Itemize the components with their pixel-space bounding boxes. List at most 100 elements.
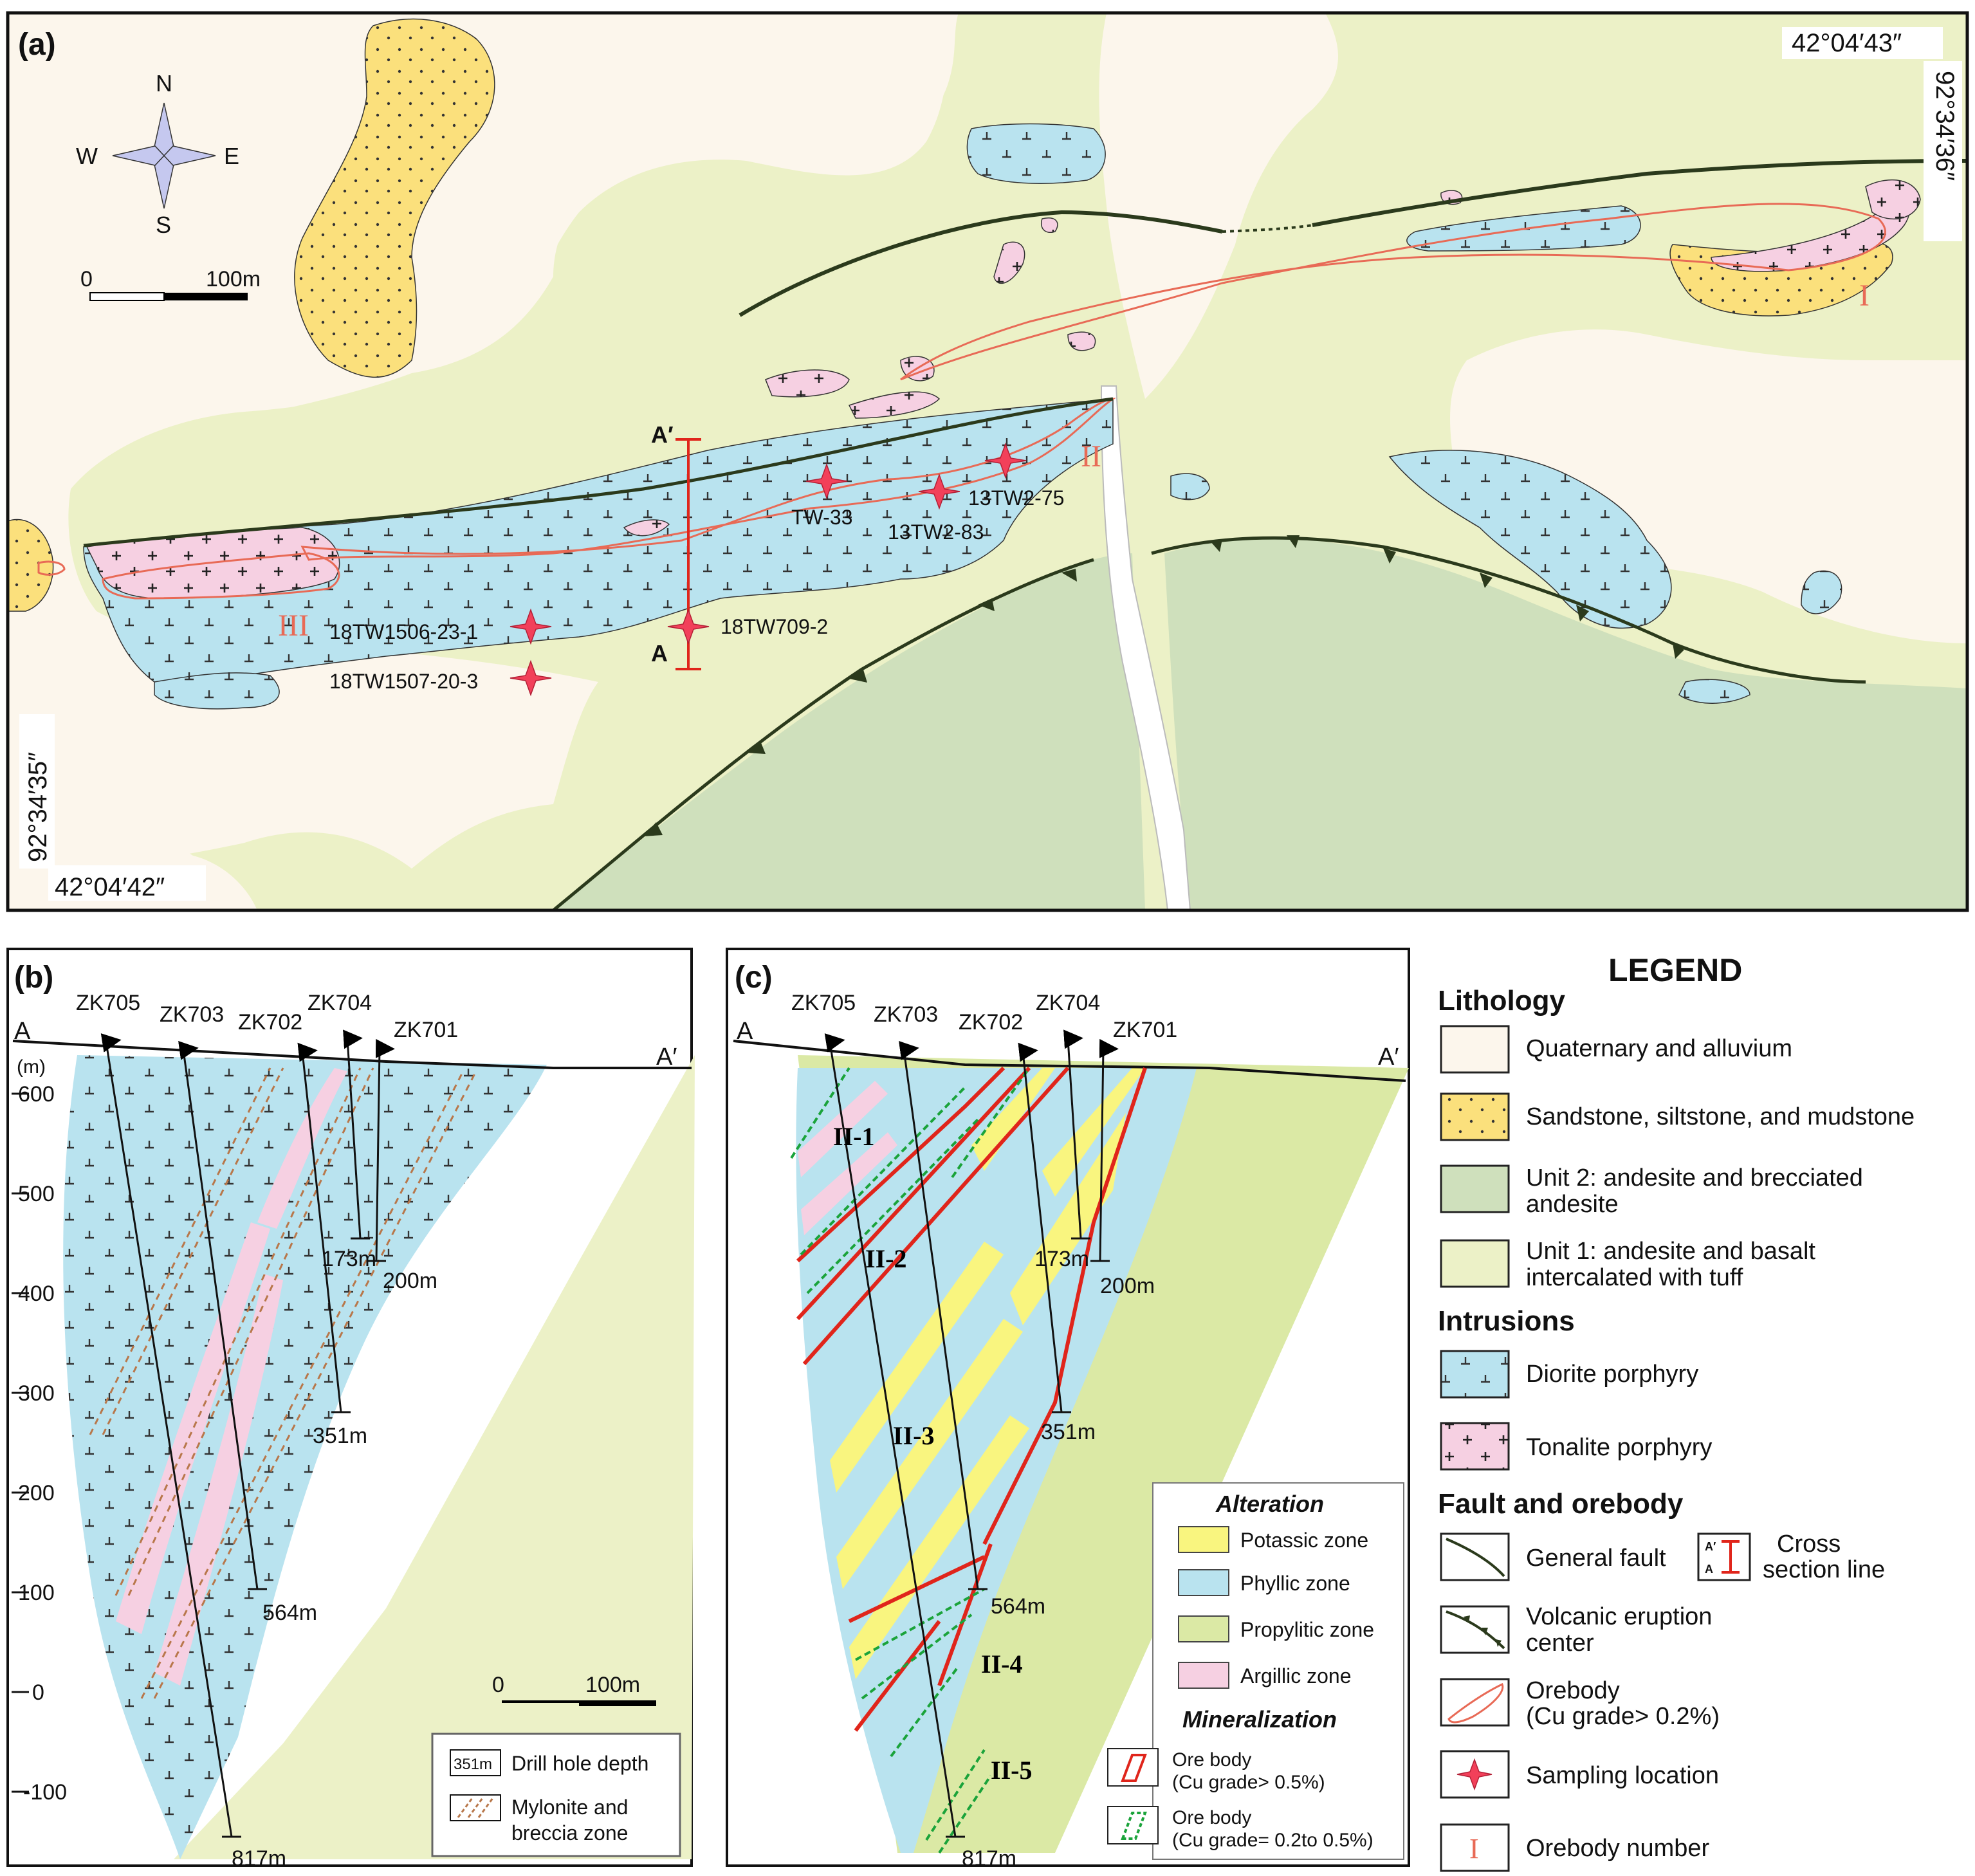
potassic-bands-c bbox=[830, 1068, 1145, 1679]
legend-sampling: Sampling location bbox=[1526, 1762, 1719, 1789]
orebody-label-ii-4: II-4 bbox=[981, 1650, 1022, 1678]
orebody-label-ii-1: II-1 bbox=[833, 1122, 874, 1151]
quaternary-swatch bbox=[1440, 1025, 1510, 1074]
drill-holes-b bbox=[100, 1029, 395, 1838]
propylitic-zone-b bbox=[174, 1055, 695, 1859]
hole-label-zk702-c: ZK702 bbox=[959, 1010, 1023, 1035]
sample-star-18tw1507-20-3 bbox=[510, 659, 552, 697]
panel-c-section: (c) A A′ bbox=[726, 948, 1410, 1871]
coord-bottom-lat: 42°04′42″ bbox=[55, 873, 165, 901]
tonalite-pod-4 bbox=[993, 241, 1025, 284]
legend-diorite: Diorite porphyry bbox=[1526, 1361, 1698, 1388]
sample-label-13tw2-83: 13TW2-83 bbox=[888, 520, 984, 544]
legend-quaternary: Quaternary and alluvium bbox=[1526, 1035, 1792, 1062]
tonalite-pod-8 bbox=[623, 519, 670, 537]
argillic-swatch bbox=[1178, 1662, 1229, 1689]
hole-label-zk703-b: ZK703 bbox=[160, 1002, 224, 1027]
sample-star-18tw1506-23-1 bbox=[510, 608, 552, 645]
legend-title: LEGEND bbox=[1608, 952, 1742, 988]
legend-volcanic-line2: center bbox=[1526, 1630, 1594, 1657]
argillic-bands-b bbox=[116, 1068, 347, 1686]
sample-star-18tw709-2 bbox=[667, 608, 710, 645]
propylitic-swatch bbox=[1178, 1615, 1229, 1642]
diorite-east-large bbox=[1388, 450, 1672, 629]
drill-holes-c bbox=[824, 1029, 1119, 1838]
fault-north bbox=[739, 210, 1223, 317]
drill-hole-zk703-b bbox=[178, 1040, 259, 1590]
legend-c-phyllic: Phyllic zone bbox=[1240, 1572, 1350, 1595]
hole-label-zk702-b: ZK702 bbox=[238, 1010, 302, 1035]
sampling-star-icon bbox=[1456, 1758, 1493, 1791]
depth-label-817m-c: 817m bbox=[962, 1846, 1016, 1871]
y-tick-300: 300 bbox=[18, 1381, 55, 1406]
orebody-number-swatch bbox=[1440, 1823, 1510, 1872]
depth-label-564m-c: 564m bbox=[991, 1594, 1045, 1619]
cross-a-prime: A′ bbox=[1705, 1540, 1716, 1553]
drill-hole-zk702-c bbox=[1018, 1042, 1063, 1413]
sandstone-west-edge bbox=[7, 519, 54, 612]
drill-hole-zk701-b bbox=[375, 1038, 395, 1262]
tonalite-north-east bbox=[1865, 179, 1921, 220]
drill-hole-zk702-b bbox=[297, 1042, 342, 1413]
panel-a-map: A′ A I II III TW-33 13TW2-83 13TW2-75 18… bbox=[6, 11, 1969, 912]
orebody-label-ii-2: II-2 bbox=[865, 1244, 906, 1273]
ore-bodies-green-c bbox=[790, 1067, 1031, 1854]
depth-label-200m-c: 200m bbox=[1100, 1274, 1155, 1298]
diorite-southeast-small bbox=[1678, 679, 1750, 704]
sample-star-tw-33 bbox=[805, 463, 848, 500]
legend-c-ore-low-2: (Cu grade= 0.2to 0.5%) bbox=[1172, 1830, 1373, 1851]
topography-c bbox=[733, 1040, 1406, 1082]
coord-left-lon: 92°34′35″ bbox=[24, 752, 52, 862]
potassic-swatch bbox=[1178, 1526, 1229, 1553]
sample-label-18tw1507-20-3: 18TW1507-20-3 bbox=[329, 670, 478, 693]
scale-bar-a bbox=[89, 292, 248, 301]
ore-bodies-red-c bbox=[796, 1066, 1147, 1732]
volcanic-front-southeast bbox=[1151, 536, 1866, 684]
panel-b-label: (b) bbox=[14, 961, 53, 995]
section-label-a-prime: A′ bbox=[651, 421, 674, 448]
panel-b-a-prime: A′ bbox=[656, 1044, 677, 1071]
y-tick-500: 500 bbox=[18, 1182, 55, 1206]
legend-orebody-line2: (Cu grade> 0.2%) bbox=[1526, 1703, 1720, 1730]
unit2-southeast-region bbox=[1164, 538, 1967, 910]
volcanic-front-southwest bbox=[552, 558, 1094, 912]
legend-tonalite: Tonalite porphyry bbox=[1526, 1434, 1712, 1461]
drill-hole-zk703-c bbox=[899, 1040, 979, 1590]
legend-b-mylonite-2: breccia zone bbox=[511, 1821, 628, 1844]
orebody-iii-outline bbox=[102, 552, 340, 600]
sample-label-tw-33: TW-33 bbox=[791, 506, 852, 529]
y-tick-neg100: -100 bbox=[23, 1780, 67, 1805]
depth-label-351m-b: 351m bbox=[313, 1424, 367, 1448]
fault-north-dashed bbox=[1222, 224, 1313, 233]
diorite-north-body bbox=[966, 123, 1106, 184]
unit1-swatch bbox=[1440, 1239, 1510, 1288]
diorite-far-east bbox=[1801, 570, 1842, 614]
legend-unit2-line2: andesite bbox=[1526, 1191, 1619, 1218]
orebody-number-iii: III bbox=[278, 609, 309, 643]
compass-rose-icon bbox=[112, 102, 216, 209]
legend-fault-title: Fault and orebody bbox=[1438, 1488, 1684, 1520]
legend-c-ore-high-2: (Cu grade> 0.5%) bbox=[1172, 1772, 1325, 1793]
legend-c-potassic: Potassic zone bbox=[1240, 1529, 1368, 1552]
orebody-label-ii-5: II-5 bbox=[991, 1756, 1032, 1785]
hole-label-zk704-b: ZK704 bbox=[308, 991, 372, 1015]
drill-hole-zk704-b bbox=[343, 1029, 363, 1239]
orebody-small-west bbox=[37, 560, 66, 576]
unit2-south-region bbox=[553, 553, 1145, 910]
orebody-i-outline bbox=[900, 203, 1886, 381]
panel-a-frame bbox=[6, 11, 1969, 912]
hole-label-zk705-b: ZK705 bbox=[76, 991, 140, 1015]
tonalite-pod-1 bbox=[765, 369, 850, 398]
sample-stars bbox=[510, 442, 1027, 697]
legend-lithology-title: Lithology bbox=[1438, 985, 1565, 1016]
compass-e: E bbox=[224, 143, 239, 169]
scale-a-end: 100m bbox=[206, 267, 261, 291]
sample-star-13tw2-83 bbox=[918, 473, 960, 510]
diorite-southwest-lobe bbox=[154, 672, 280, 710]
sample-star-13tw2-75 bbox=[984, 442, 1027, 479]
scale-b-zero: 0 bbox=[492, 1673, 504, 1697]
drill-hole-zk704-c bbox=[1063, 1029, 1083, 1239]
legend-orebody-line1: Orebody bbox=[1526, 1677, 1620, 1704]
sandstone-northwest bbox=[294, 18, 495, 378]
